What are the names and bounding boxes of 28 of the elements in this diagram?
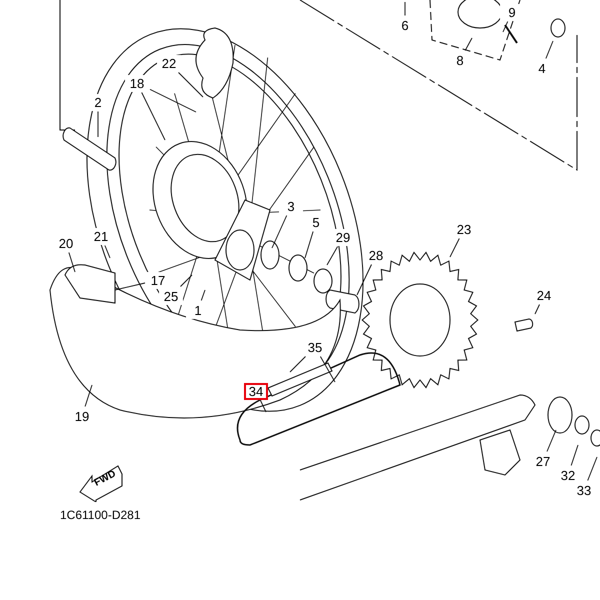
leader-line [587,456,598,481]
leader-line [356,264,372,296]
leader-line [326,246,338,266]
leader-line [178,72,204,98]
leader-line [464,38,472,51]
leader-line [150,88,196,112]
leader-line [450,238,460,258]
leader-line [200,290,206,301]
leader-line [404,2,406,16]
drawing-code: 1C61100-D281 [60,507,141,524]
leader-line [114,282,146,290]
leader-line [546,430,556,452]
leader-line [570,444,578,466]
leader-line [502,21,508,32]
leader-line [141,92,166,140]
callout-number: 34 [244,382,268,400]
leader-line [304,231,314,258]
leader-line [180,274,192,287]
leader-line [272,215,288,248]
leader-line [290,356,306,372]
leader-line [104,245,110,258]
leader-line [320,356,336,382]
leader-line [534,304,540,314]
arrow-label: FWD [92,469,118,489]
leader-line [260,400,266,412]
leader-line [545,40,554,59]
leader-line [84,384,92,407]
leader-line [68,252,76,272]
